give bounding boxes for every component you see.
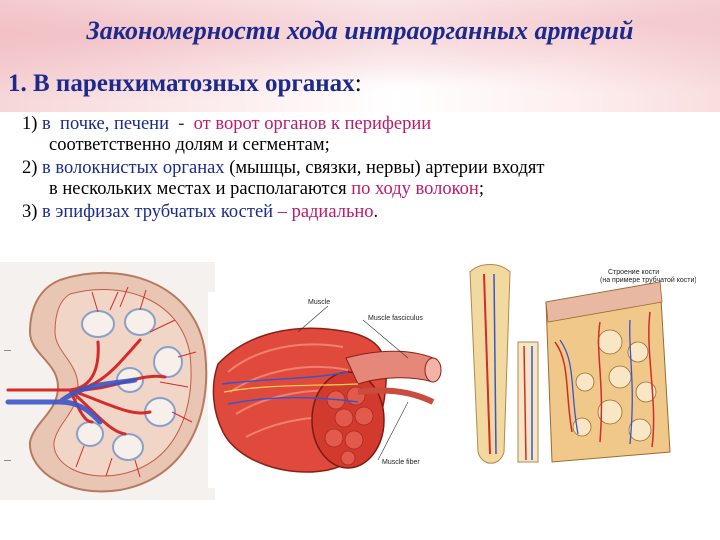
rule-text: в нескольких местах и располагаются (49, 179, 347, 199)
rule-item-3: 3) в эпифизах трубчатых костей – радиаль… (22, 202, 712, 223)
rule-text: радиально (291, 202, 374, 222)
bone-illustration: Строение кости (на примере трубчатой кос… (460, 262, 696, 472)
rule-item-2: 2) в волокнистых органах (мышцы, связки,… (22, 158, 712, 200)
muscle-illustration: Muscle Muscle fasciculus Muscle fiber (208, 292, 460, 488)
rule-text: почке, (60, 114, 110, 134)
muscle-fasciculus-label: Muscle fasciculus (368, 315, 423, 322)
rule-text: в эпифизах трубчатых костей (42, 202, 274, 222)
bone-title-label: Строение кости (608, 269, 659, 276)
rule-number: 2) (22, 158, 38, 178)
bone-subtitle-label: (на примере трубчатой кости) (600, 276, 696, 284)
rule-text: от (193, 114, 211, 134)
rule-text: . (373, 202, 379, 222)
rule-text: ворот органов к периферии (215, 114, 432, 134)
header-background (0, 0, 720, 112)
rule-text: – (277, 202, 287, 222)
section-number: 1. (8, 70, 27, 97)
rule-text-line: в нескольких местах и располагаются по х… (22, 179, 712, 200)
slide-title: Закономерности хода интраорганных артери… (86, 16, 634, 45)
rule-text: (мышцы, связки, нервы) артерии входят (229, 158, 545, 178)
rule-text: - (178, 114, 185, 134)
section-colon: : (354, 70, 362, 97)
rule-text: в волокнистых органах (42, 158, 225, 178)
rule-number: 1) (22, 114, 38, 134)
rule-text: печени (114, 114, 169, 134)
rule-item-1: 1) в почке, печени - от ворот органов к … (22, 114, 712, 156)
rule-text: ; (478, 179, 484, 199)
section-heading: 1. В паренхиматозных органах: (8, 70, 362, 98)
rule-text: соответственно долям и сегментам; (49, 135, 330, 155)
rule-number: 3) (22, 202, 38, 222)
rules-list: 1) в почке, печени - от ворот органов к … (22, 114, 712, 225)
rule-text: в (42, 114, 51, 134)
section-text: В паренхиматозных органах (33, 70, 355, 97)
kidney-label-line: — (4, 457, 11, 464)
header-decoration (0, 0, 720, 112)
muscle-label: Muscle (308, 299, 330, 306)
kidney-illustration: — — (0, 262, 215, 500)
kidney-label-line: — (4, 347, 11, 354)
rule-text: по ходу волокон (351, 179, 479, 199)
muscle-fiber-label: Muscle fiber (382, 459, 420, 466)
